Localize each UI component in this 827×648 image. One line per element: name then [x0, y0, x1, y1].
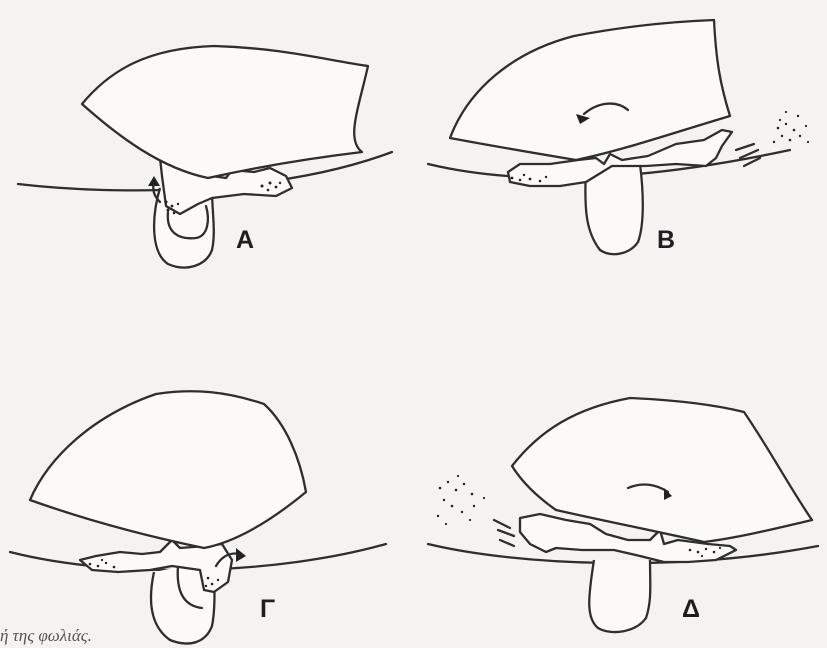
panel-label: B: [657, 226, 675, 254]
figure-caption: ή της φωλιάς.: [0, 626, 92, 646]
arrowhead: [236, 548, 246, 562]
panel-label: A: [236, 226, 254, 254]
fan-wing: [82, 46, 368, 178]
spray-lines: [736, 144, 760, 166]
panel-gamma: Γ: [10, 391, 386, 643]
panel-delta: Δ: [428, 398, 818, 632]
fan-wing: [30, 391, 306, 548]
panel-a: A: [18, 46, 392, 268]
panel-label: Γ: [260, 595, 275, 623]
fan-wing: [450, 20, 730, 160]
spray-lines: [494, 520, 514, 546]
nest-chamber: [589, 560, 650, 632]
panel-b: B: [428, 20, 809, 254]
panel-label: Δ: [682, 595, 700, 623]
arrowhead: [148, 176, 160, 186]
